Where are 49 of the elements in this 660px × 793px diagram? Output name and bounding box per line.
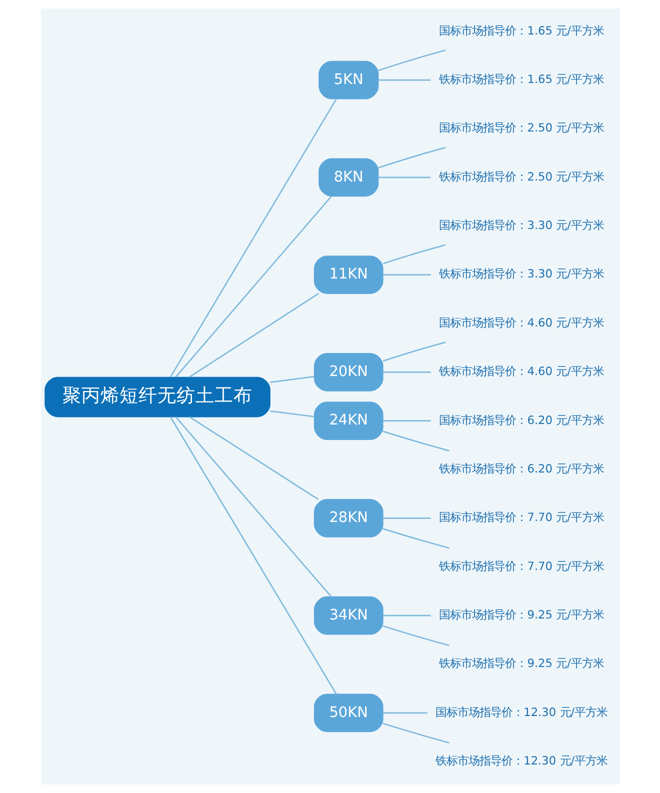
connector <box>382 614 430 616</box>
connector <box>382 518 430 519</box>
node-box: 34KN <box>313 596 383 635</box>
node-text: 国标市场指导价：6.20 元/平方米 <box>438 412 604 427</box>
connector <box>382 625 449 646</box>
node-text: 国标市场指导价：1.65 元/平方米 <box>438 23 604 38</box>
node-text: 国标市场指导价：4.60 元/平方米 <box>438 315 604 330</box>
node-text: 铁标市场指导价：1.65 元/平方米 <box>438 72 604 86</box>
connector <box>382 244 446 264</box>
node-box: 5KN <box>318 60 378 100</box>
node-box: 11KN <box>313 256 383 294</box>
node-text: 国标市场指导价：7.70 元/平方米 <box>438 510 604 524</box>
connector <box>382 371 430 373</box>
node-text: 铁标市场指导价：9.25 元/平方米 <box>438 656 604 670</box>
node-text: 铁标市场指导价：12.30 元/平方米 <box>435 754 608 768</box>
connector <box>382 712 427 714</box>
connector <box>382 342 446 362</box>
connector <box>382 722 449 744</box>
connector <box>188 416 318 500</box>
connector <box>169 98 336 378</box>
node-text: 铁标市场指导价：2.50 元/平方米 <box>438 169 604 184</box>
node-text: 铁标市场指导价：6.20 元/平方米 <box>438 461 604 476</box>
node-text: 铁标市场指导价：4.60 元/平方米 <box>438 364 604 378</box>
node-text: 铁标市场指导价：7.70 元/平方米 <box>438 558 604 573</box>
connector <box>382 430 449 452</box>
node-text: 国标市场指导价：2.50 元/平方米 <box>438 120 604 135</box>
connector <box>378 176 430 178</box>
node-box: 24KN <box>313 402 383 440</box>
connector <box>188 292 319 378</box>
connector <box>382 274 430 276</box>
node-text: 铁标市场指导价：3.30 元/平方米 <box>438 266 604 281</box>
connector <box>378 146 446 168</box>
node-box: 8KN <box>318 158 378 197</box>
connector <box>382 420 430 422</box>
connector <box>378 79 430 81</box>
node-text: 国标市场指导价：9.25 元/平方米 <box>438 607 604 622</box>
connector <box>174 196 332 378</box>
node-box: 聚丙烯短纤无纺土工布 <box>44 376 270 418</box>
connector <box>382 528 449 549</box>
connector <box>270 410 314 418</box>
connector <box>270 376 314 383</box>
node-text: 国标市场指导价：12.30 元/平方米 <box>435 704 608 719</box>
node-box: 20KN <box>313 353 383 392</box>
node-box: 50KN <box>313 694 383 732</box>
node-text: 国标市场指导价：3.30 元/平方米 <box>438 218 604 232</box>
connector <box>174 416 332 598</box>
connector <box>378 49 446 72</box>
node-box: 28KN <box>313 499 383 538</box>
connector <box>169 416 336 694</box>
